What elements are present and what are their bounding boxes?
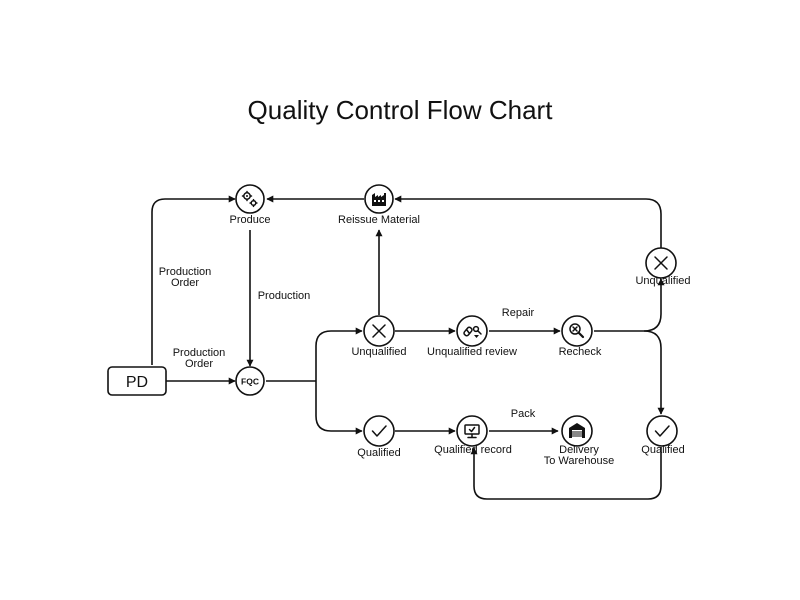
chart-title: Quality Control Flow Chart [248,95,554,125]
monitor-icon [464,424,480,439]
edge-recheck-to-qualified [643,330,665,415]
node-unqualified-label: Unqualified [351,346,406,358]
node-delivery-label-1: Delivery [559,444,599,456]
edge-qualified-to-record [470,447,662,500]
node-recheck [561,315,593,347]
check-mark-icon [654,425,670,437]
node-qualified-record [456,415,488,447]
node-produce-label: Produce [230,214,271,226]
node-qualified-recheck [646,415,678,447]
edge-label-repair: Repair [502,307,535,319]
node-recheck-label: Recheck [559,346,602,358]
node-unqualified-review-label: Unqualified review [427,346,517,358]
edge-label-production-order-top-2: Order [171,277,199,289]
node-qualified-recheck-label: Qualified [641,444,684,456]
edge-label-production-order-mid-1: Production [173,347,226,359]
edge-fqc-to-unqualified [315,327,363,381]
node-unqualified-recheck [645,247,677,279]
node-qualified-label: Qualified [357,447,400,459]
edge-pd-to-produce [151,195,236,365]
edge-label-pack: Pack [511,408,536,420]
node-qualified [363,415,395,447]
node-fqc-label: FQC [241,377,259,387]
node-reissue-material-label: Reissue Material [338,214,420,226]
node-produce [235,184,265,214]
magnifier-x-icon [569,323,585,339]
review-tools-icon [463,325,482,338]
node-qualified-record-label: Qualified record [434,444,512,456]
node-delivery [561,415,593,447]
node-unqualified-review [456,315,488,347]
edge-label-production: Production [258,290,311,302]
node-delivery-label-2: To Warehouse [544,455,615,467]
node-pd-label: PD [126,374,148,391]
node-fqc: FQC [235,366,265,396]
x-mark-icon [654,256,668,270]
gears-icon [241,190,258,208]
warehouse-icon [569,423,585,438]
edge-label-production-order-top-1: Production [159,266,212,278]
node-unqualified [363,315,395,347]
check-mark-icon [371,425,387,437]
edge-fqc-to-qualified [315,381,363,435]
node-reissue-material [364,184,394,214]
node-pd: PD [107,366,167,396]
node-unqualified-recheck-label: Unqualified [635,275,690,287]
edge-label-production-order-mid-2: Order [185,358,213,370]
factory-icon [372,193,386,206]
x-mark-icon [372,324,386,338]
fqc-badge-icon: FQC [241,377,259,387]
edge-unqualified-to-reissue-top [394,195,662,248]
